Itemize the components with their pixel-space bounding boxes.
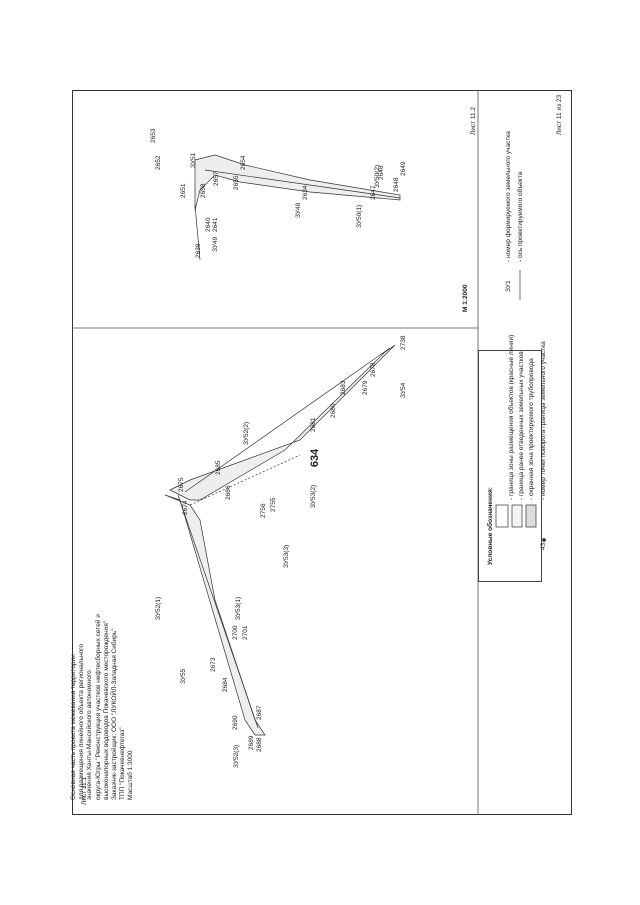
plot-label: ЗУ53(3)	[283, 544, 290, 568]
legend-zu-example: ЗУ1	[505, 280, 512, 292]
point-label: 2738	[400, 335, 407, 350]
point-label: 2653	[150, 128, 157, 143]
point-label: 2641	[212, 217, 219, 232]
axis-lower	[177, 494, 259, 729]
plot-label: ЗУ49	[212, 236, 219, 252]
legend-item: - номер точки поворота границы земельног…	[540, 341, 547, 500]
plot-label: ЗУ53(2)	[310, 484, 317, 508]
legend-zu-item: - номер формируемого земельного участка	[505, 131, 512, 262]
axis-right	[204, 169, 401, 199]
axis-upper	[184, 347, 391, 493]
point-label: 2655	[233, 175, 240, 190]
point-label: 2673	[210, 657, 217, 672]
plot-label: ЗУ51	[190, 152, 197, 168]
plot-label: ЗУ50(1)	[356, 204, 363, 228]
point-label: 2647	[370, 185, 377, 200]
point-label: 2679	[362, 380, 369, 395]
point-label: 2674	[182, 500, 189, 515]
point-label: 2646	[378, 165, 385, 180]
corridor-zone-right	[194, 154, 401, 211]
legend-point-example: 43	[540, 542, 547, 550]
point-label: 2687	[256, 705, 263, 720]
legend-item: - охранная зона проектируемого трубопров…	[528, 358, 535, 500]
legend-swatch-prev-plots	[511, 504, 523, 528]
legend-swatch-protection	[525, 504, 537, 528]
point-label: 2675	[178, 477, 185, 492]
point-label: 2685	[215, 460, 222, 475]
point-label: 2658	[200, 183, 207, 198]
point-label: 2657	[213, 171, 220, 186]
point-label: 2684	[222, 677, 229, 692]
legend-point-marker	[542, 538, 546, 542]
point-label: 2700	[232, 625, 239, 640]
legend-zu-item: - ось проектируемого объекта	[517, 171, 524, 262]
point-label: 2688	[256, 737, 263, 752]
point-label: 2701	[242, 625, 249, 640]
point-label: 2681	[310, 417, 317, 432]
plot-label: ЗУ52(3)	[233, 744, 240, 768]
point-label: 2683	[340, 380, 347, 395]
branch-right	[194, 204, 201, 261]
corridor-zone-lower	[164, 494, 266, 736]
corridor-right	[194, 154, 401, 261]
point-label: 2690	[232, 715, 239, 730]
legend-swatch-red-line	[495, 504, 509, 528]
sheet-right-label: Лист 11.2	[470, 106, 477, 135]
point-label: 2640	[205, 217, 212, 232]
point-label: 2648	[393, 177, 400, 192]
plot-label: ЗУ54	[400, 382, 407, 398]
protection-zone	[189, 454, 301, 506]
scale-label: М 1:2000	[462, 284, 469, 312]
point-label: 2686	[225, 485, 232, 500]
point-label: 2649	[400, 161, 407, 176]
map-sheet	[72, 90, 572, 815]
point-label: 2639	[195, 243, 202, 258]
corridor-main	[164, 344, 396, 736]
point-label: 2651	[180, 183, 187, 198]
plot-label: ЗУ52(1)	[155, 596, 162, 620]
plot-label: ЗУ53(1)	[235, 596, 242, 620]
point-label: 2654	[240, 155, 247, 170]
point-label: 2680	[330, 403, 337, 418]
point-label: 2689	[248, 735, 255, 750]
legend-item: - граница зоны размещения объектов (крас…	[508, 334, 515, 500]
point-label: 2755	[270, 497, 277, 512]
legend-item: - граница ранее отведенных земельных уча…	[518, 351, 525, 500]
legend-swatches	[495, 270, 546, 542]
corridor-zone-upper	[169, 344, 396, 501]
sheet-count-label: Лист 11 из 23	[556, 94, 563, 135]
plot-label: ЗУ52(2)	[243, 421, 250, 445]
title-block: Основная часть проекта межевания террито…	[70, 614, 135, 800]
plot-label: ЗУ48	[295, 202, 302, 218]
point-label: 2678	[370, 362, 377, 377]
point-label: 2756	[260, 503, 267, 518]
point-label: 2634	[302, 185, 309, 200]
sheet-left-label: Лист 11.1	[81, 776, 88, 805]
plot-label: ЗУ55	[180, 668, 187, 684]
point-label: 2652	[155, 155, 162, 170]
legend-box	[478, 350, 542, 582]
legend-title: Условные обозначения:	[487, 487, 494, 565]
